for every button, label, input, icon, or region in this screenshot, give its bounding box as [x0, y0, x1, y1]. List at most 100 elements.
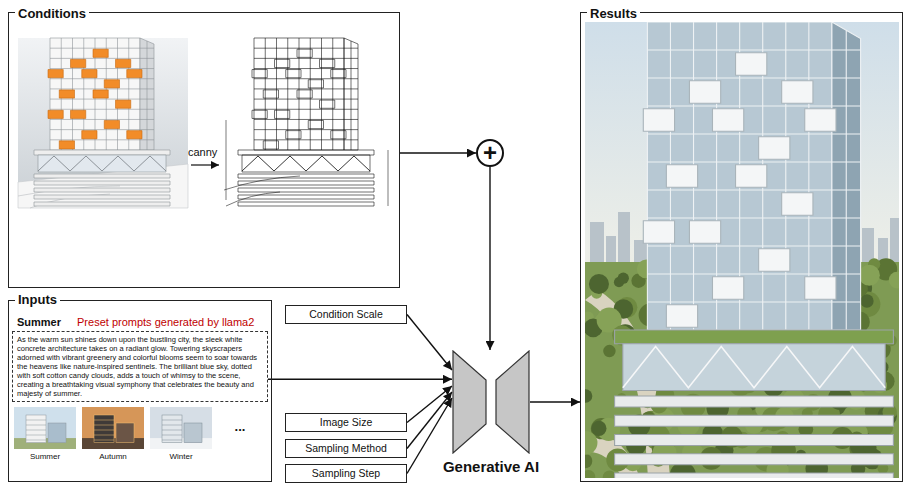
- floor-line: [50, 78, 154, 79]
- parameter-box: Sampling Method: [285, 439, 407, 458]
- thumbnail-building: [48, 423, 66, 443]
- protruding-box: [104, 120, 119, 128]
- floor-line: [647, 161, 860, 162]
- mullion: [299, 38, 300, 150]
- protruding-box: [127, 70, 142, 78]
- protruding-box: [666, 305, 697, 328]
- sum-node: +: [476, 139, 504, 167]
- flow-arrow: [530, 401, 580, 402]
- protruding-box: [331, 131, 346, 139]
- protruding-box: [782, 193, 813, 216]
- protruding-box: [712, 277, 743, 300]
- floor-line: [50, 139, 154, 140]
- parameter-label: Sampling Method: [305, 442, 387, 455]
- thumbnail-floor: [162, 430, 182, 431]
- thumbnail-floor: [94, 435, 114, 436]
- protruding-box: [275, 110, 290, 118]
- floor-line: [50, 68, 154, 69]
- operation-arrow: [191, 164, 219, 165]
- model-render: [18, 38, 188, 208]
- podium-slab: [238, 188, 374, 192]
- parameter-box: Image Size: [285, 413, 407, 432]
- mullion: [265, 38, 266, 150]
- tree: [591, 421, 606, 436]
- parameter-label: Image Size: [320, 416, 373, 429]
- thumbnail-building: [26, 415, 46, 443]
- flow-arrow: [407, 392, 452, 449]
- protruding-box: [252, 70, 267, 78]
- thumbnail-caption: Winter: [150, 452, 212, 462]
- thumbnail-floor: [94, 420, 114, 421]
- tree: [889, 272, 899, 289]
- season-name: Summer: [17, 316, 61, 329]
- protruding-box: [104, 80, 119, 88]
- thumbnail-floor: [94, 440, 114, 441]
- mullion: [147, 41, 148, 150]
- thumbnail-building: [94, 415, 114, 443]
- generative-model: Generative AI: [452, 350, 530, 476]
- floor-line: [254, 139, 358, 140]
- podium-slab: [615, 435, 894, 446]
- floor-line: [254, 129, 358, 130]
- floor-line: [647, 273, 860, 274]
- parameter-box: Sampling Step: [285, 464, 407, 483]
- floor-line: [647, 133, 860, 134]
- panel-title: Results: [587, 6, 640, 22]
- protruding-box: [666, 165, 697, 188]
- tree: [859, 265, 880, 286]
- podium-slab: [238, 181, 374, 185]
- podium-roof: [615, 330, 894, 344]
- floor-line: [254, 99, 358, 100]
- panel-title: Inputs: [15, 292, 60, 308]
- prompt-box: As the warm sun shines down upon the bus…: [12, 331, 268, 402]
- podium-slab: [34, 202, 170, 206]
- protruding-box: [93, 49, 108, 57]
- thumbnail-caption: Autumn: [82, 452, 144, 462]
- thumbnail-floor: [26, 425, 46, 426]
- truss-zigzag: [242, 156, 370, 171]
- edge-line: [224, 120, 388, 206]
- tree: [618, 273, 629, 284]
- thumbnail-floor: [162, 425, 182, 426]
- protruding-box: [286, 70, 301, 78]
- parameter-label: Condition Scale: [309, 308, 383, 321]
- thumbnail-floor: [94, 430, 114, 431]
- thumbnail-floor: [26, 435, 46, 436]
- flow-arrow: [407, 386, 452, 423]
- podium-roof: [238, 150, 374, 155]
- thumbnail-sky: [82, 407, 144, 449]
- truss-zigzag: [38, 156, 166, 171]
- prompt-source-note: Preset prompts generated by llama2: [77, 316, 254, 329]
- ellipsis: ...: [226, 420, 254, 434]
- operation-label: canny: [188, 146, 217, 159]
- protruding-box: [275, 59, 290, 67]
- glass-band: [38, 155, 166, 172]
- protruding-box: [736, 165, 767, 188]
- plus-sign: +: [483, 142, 497, 164]
- floor-line: [647, 77, 860, 78]
- mullion: [846, 30, 847, 330]
- floor-line: [50, 58, 154, 59]
- glass-band: [623, 344, 885, 391]
- protruding-box: [48, 110, 63, 118]
- podium-slab: [238, 174, 374, 178]
- mullion: [321, 38, 322, 150]
- floor-line: [50, 88, 154, 89]
- protruding-box: [805, 277, 836, 300]
- protruding-box: [308, 80, 323, 88]
- floor-line: [647, 245, 860, 246]
- protruding-box: [736, 53, 767, 76]
- protruding-box: [263, 90, 278, 98]
- thumbnail-caption: Summer: [14, 452, 76, 462]
- protruding-box: [320, 100, 335, 108]
- floor-line: [50, 129, 154, 130]
- flow-arrow: [400, 152, 476, 153]
- mullion: [117, 38, 118, 150]
- protruding-box: [286, 131, 301, 139]
- protruding-box: [82, 70, 97, 78]
- floor-line: [647, 217, 860, 218]
- tree: [585, 454, 592, 469]
- podium-roof: [34, 150, 170, 155]
- mullion: [785, 22, 786, 330]
